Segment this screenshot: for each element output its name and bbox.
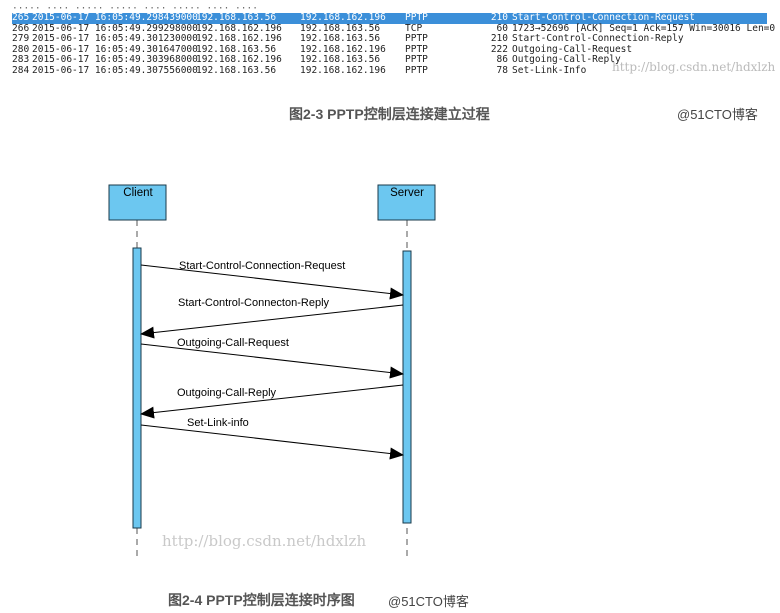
server-activation-bar bbox=[402, 250, 412, 524]
packet-time-cell: 2015-06-17 16:05:49.301647000 bbox=[32, 43, 198, 55]
packet-info-cell: Outgoing-Call-Reply bbox=[512, 54, 621, 66]
figure-2-4-caption: 图2-4 PPTP控制层连接时序图 bbox=[168, 592, 355, 608]
packet-proto-cell: PPTP bbox=[405, 33, 428, 45]
packet-proto-cell: TCP bbox=[405, 22, 423, 34]
message-arrow-4 bbox=[140, 384, 404, 419]
packet-time-cell: 2015-06-17 16:05:49.298439000 bbox=[32, 12, 198, 23]
diagram-watermark: http://blog.csdn.net/hdxlzh bbox=[162, 532, 366, 550]
packet-no-cell: 265 bbox=[12, 12, 30, 23]
packet-no-cell: 279 bbox=[12, 33, 30, 45]
message-label-3: Outgoing-Call-Request bbox=[177, 337, 289, 349]
packet-dst-cell: 192.168.163.56 bbox=[300, 22, 381, 34]
packet-info-cell: Outgoing-Call-Request bbox=[512, 43, 633, 55]
packet-dst-cell: 192.168.162.196 bbox=[300, 43, 386, 55]
server-label: Server bbox=[390, 187, 424, 199]
packet-dst-cell: 192.168.163.56 bbox=[300, 33, 381, 45]
packet-no-cell: 266 bbox=[12, 22, 30, 34]
packet-src-cell: 192.168.162.196 bbox=[196, 54, 282, 66]
packet-info-cell: 1723→52696 [ACK] Seq=1 Ack=157 Win=30016… bbox=[512, 22, 776, 34]
packet-no-cell: 284 bbox=[12, 64, 30, 76]
packet-info-cell: Start-Control-Connection-Reply bbox=[512, 33, 684, 45]
packet-time-cell: 2015-06-17 16:05:49.301230000 bbox=[32, 33, 198, 45]
message-label-5: Set-Link-info bbox=[187, 417, 249, 429]
packet-info-cell: Set-Link-Info bbox=[512, 64, 587, 76]
packet-len-cell: 78 bbox=[496, 64, 508, 76]
message-arrow-3 bbox=[140, 343, 404, 379]
packet-time-cell: 2015-06-17 16:05:49.307556000 bbox=[32, 64, 198, 76]
packet-len-cell: 86 bbox=[496, 54, 508, 66]
packet-info-cell: Start-Control-Connection-Request bbox=[512, 12, 696, 23]
packet-src-cell: 192.168.162.196 bbox=[196, 33, 282, 45]
message-arrow-2 bbox=[140, 304, 404, 339]
packet-row-partial: ····· ···· ····· ····· ···· ····· ···· ·… bbox=[12, 3, 258, 14]
client-label: Client bbox=[123, 187, 153, 199]
packet-proto-cell: PPTP bbox=[405, 43, 428, 55]
message-arrow-5 bbox=[140, 424, 404, 460]
packet-time-cell: 2015-06-17 16:05:49.299298000 bbox=[32, 22, 198, 34]
packet-no-cell: 283 bbox=[12, 54, 30, 66]
packet-time-cell: 2015-06-17 16:05:49.303968000 bbox=[32, 54, 198, 66]
client-activation-bar bbox=[132, 247, 142, 529]
message-label-2: Start-Control-Connecton-Reply bbox=[178, 297, 330, 309]
packet-src-cell: 192.168.163.56 bbox=[196, 64, 277, 76]
message-label-1: Start-Control-Connection-Request bbox=[179, 260, 345, 272]
packet-len-cell: 222 bbox=[490, 43, 508, 55]
packet-len-cell: 210 bbox=[490, 33, 508, 45]
figure-2-3-caption: 图2-3 PPTP控制层连接建立过程 bbox=[289, 106, 490, 122]
packet-no-cell: 280 bbox=[12, 43, 30, 55]
figure-2-4-credit: @51CTO博客 bbox=[388, 594, 469, 609]
packet-len-cell: 60 bbox=[496, 22, 508, 34]
packet-dst-cell: 192.168.163.56 bbox=[300, 54, 381, 66]
packet-dst-cell: 192.168.162.196 bbox=[300, 64, 386, 76]
packet-proto-cell: PPTP bbox=[405, 54, 428, 66]
packet-src-cell: 192.168.162.196 bbox=[196, 22, 282, 34]
packet-src-cell: 192.168.163.56 bbox=[196, 12, 277, 23]
message-label-4: Outgoing-Call-Reply bbox=[177, 387, 277, 399]
client-box bbox=[108, 184, 167, 221]
packet-src-cell: 192.168.163.56 bbox=[196, 43, 277, 55]
server-box bbox=[377, 184, 436, 221]
packet-dst-cell: 192.168.162.196 bbox=[300, 12, 386, 23]
packet-proto-cell: PPTP bbox=[405, 64, 428, 76]
capture-watermark: http://blog.csdn.net/hdxlzh bbox=[612, 60, 776, 74]
packet-capture-list: ····· ···· ····· ····· ···· ····· ···· ·… bbox=[12, 3, 775, 82]
figure-2-3-credit: @51CTO博客 bbox=[677, 107, 758, 122]
packet-proto-cell: PPTP bbox=[405, 12, 428, 23]
packet-len-cell: 210 bbox=[490, 12, 508, 23]
message-arrow-1 bbox=[140, 264, 404, 300]
